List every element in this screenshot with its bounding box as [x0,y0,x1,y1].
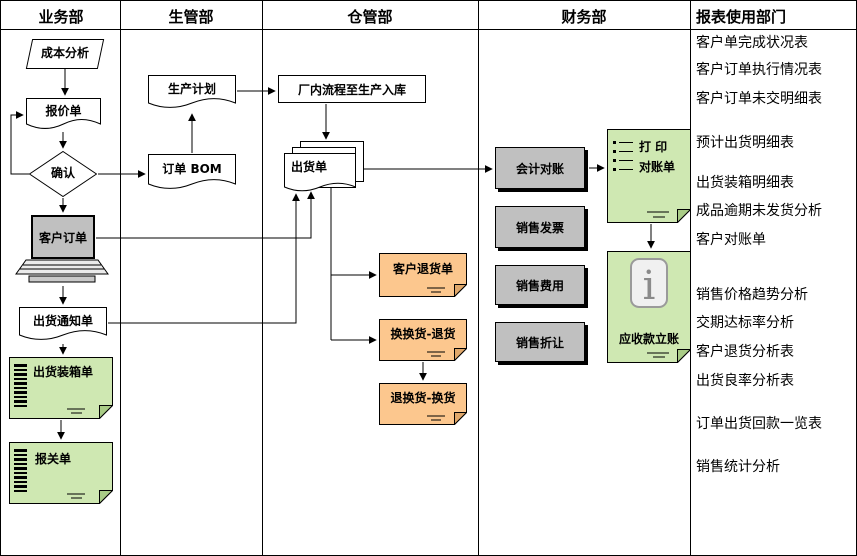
note-shape [379,383,467,425]
node-packing-list[interactable]: 出货装箱单 [9,357,113,419]
decision-diamond-shape [29,151,97,197]
node-label: 销售费用 [515,278,564,293]
report-item: 客户对账单 [696,232,766,248]
report-item: 客户单完成状况表 [696,35,808,51]
node-label: 客户退货单 [392,262,453,276]
lane-header-business: 业务部 [38,8,84,26]
node-accounting-reconciliation[interactable]: 会计对账 [495,147,585,189]
report-item: 客户退货分析表 [696,344,794,360]
node-confirm[interactable]: 确认 [29,151,97,197]
note-shape [9,357,113,419]
node-customer-return[interactable]: 客户退货单 [379,253,467,297]
node-order-bom[interactable]: 订单 BOM [148,154,236,192]
node-label: 应收款立账 [618,332,679,346]
node-label: 订单 BOM [162,162,222,176]
node-label: 客户订单 [38,230,87,245]
node-label: 出货装箱单 [33,365,94,379]
note-lines-icon [427,287,445,293]
note-shape [379,253,467,297]
node-sales-expense[interactable]: 销售费用 [495,265,585,305]
node-label: 销售折让 [515,335,564,350]
node-label: 对账单 [639,160,676,174]
document-shape [148,154,236,189]
note-shape [9,442,113,504]
node-customer-order[interactable]: 客户订单 [15,215,109,285]
report-item: 交期达标率分析 [696,315,794,331]
node-shipping-order[interactable]: 出货单 [284,141,364,197]
node-sales-allowance[interactable]: 销售折让 [495,322,585,362]
note-lines-icon [427,415,445,421]
lane-divider [262,1,263,555]
node-production-plan[interactable]: 生产计划 [148,75,236,111]
node-print-statement[interactable]: 打 印 对账单 [607,129,691,223]
lane-header-reports: 报表使用部门 [696,8,787,26]
note-lines-icon [67,493,85,499]
node-label: 退换货-换货 [390,391,456,405]
report-item: 客户订单未交明细表 [696,91,822,107]
lane-divider [478,1,479,555]
node-customs-declaration[interactable]: 报关单 [9,442,113,504]
note-shape [607,129,691,223]
report-item: 订单出货回款一览表 [696,416,822,432]
note-shape: i [607,251,691,363]
node-return-exchange[interactable]: 退换货-换货 [379,383,467,425]
info-icon [630,258,668,308]
report-item: 出货装箱明细表 [696,175,794,191]
node-shipping-notice[interactable]: 出货通知单 [19,307,107,343]
node-label: 换换货-退货 [390,327,456,341]
node-label: 出货通知单 [32,314,93,328]
note-lines-icon [67,408,85,414]
node-label: 销售发票 [515,220,564,235]
keyboard-icon [15,259,109,283]
node-receivable-posting[interactable]: i 应收款立账 [607,251,691,363]
node-label: 厂内流程至生产入库 [297,82,406,97]
node-label: 报关单 [35,452,72,466]
node-label: 打 印 [639,140,668,154]
terminal-screen: 客户订单 [31,215,95,259]
node-label: 报价单 [45,104,82,118]
lane-header-production: 生管部 [168,8,214,26]
note-lines-icon [647,211,669,218]
report-item: 出货良率分析表 [696,373,794,389]
document-shape [26,98,101,129]
note-shape [379,319,467,361]
report-item: 预计出货明细表 [696,135,794,151]
barcode-icon [14,449,27,492]
barcode-icon [14,364,27,407]
note-lines-icon [427,351,445,357]
document-shape [19,307,107,340]
info-icon-glyph: i [643,263,656,309]
report-item: 成品逾期未发货分析 [696,203,822,219]
node-label: 确认 [50,166,75,180]
report-item: 销售统计分析 [696,459,780,475]
document-shape [148,75,236,108]
node-quotation[interactable]: 报价单 [26,98,101,132]
node-cost-analysis[interactable]: 成本分析 [25,39,105,69]
lane-divider [120,1,121,555]
list-icon [613,141,633,171]
lane-header-warehouse: 仓管部 [347,8,393,26]
header-divider [1,29,856,30]
report-item: 销售价格趋势分析 [696,287,808,303]
node-label: 成本分析 [40,46,89,60]
node-label: 会计对账 [515,161,564,176]
node-sales-invoice[interactable]: 销售发票 [495,206,585,248]
node-factory-process[interactable]: 厂内流程至生产入库 [278,75,426,103]
report-item: 客户订单执行情况表 [696,62,822,78]
node-exchange-return[interactable]: 换换货-退货 [379,319,467,361]
note-lines-icon [647,352,669,358]
lane-header-finance: 财务部 [561,8,607,26]
node-label: 出货单 [291,160,328,174]
multi-document-shape [284,141,364,192]
node-label: 生产计划 [167,82,216,96]
